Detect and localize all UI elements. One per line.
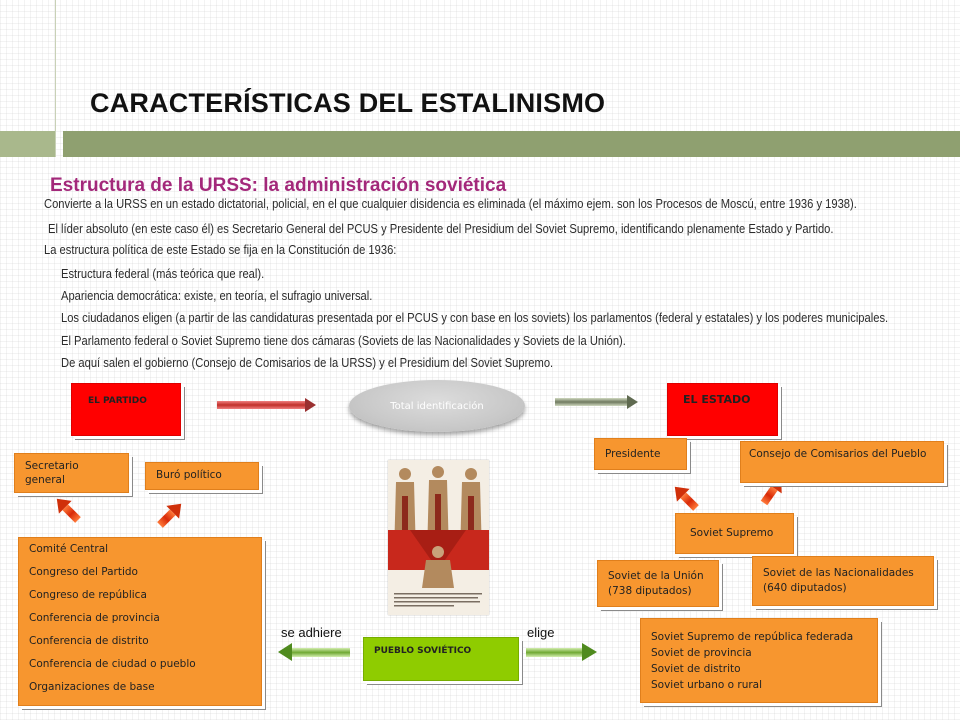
consejo-comisarios-box: Consejo de Comisarios del Pueblo (740, 441, 944, 483)
body-line-4: Estructura federal (más teórica que real… (61, 266, 265, 281)
page-title: CARACTERÍSTICAS DEL ESTALINISMO (90, 88, 606, 118)
secretario-general-box: Secretario general (14, 453, 129, 493)
el-partido-label: EL PARTIDO (88, 396, 147, 406)
el-estado-label: EL ESTADO (683, 393, 751, 406)
list-item: Conferencia de distrito (29, 635, 149, 647)
list-item: Comité Central (29, 543, 109, 555)
se-adhiere-label: se adhiere (281, 625, 342, 640)
body-line-2: El líder absoluto (en este caso él) es S… (48, 221, 834, 236)
buro-politico-label: Buró político (156, 469, 222, 481)
el-estado-box: EL ESTADO (667, 383, 778, 436)
list-item: Conferencia de ciudad o pueblo (29, 658, 196, 670)
consejo-comisarios-label: Consejo de Comisarios del Pueblo (749, 448, 927, 460)
header-accent-bar (63, 131, 960, 157)
soviet-poster-image (388, 460, 489, 615)
body-line-6: Los ciudadanos eligen (a partir de las c… (61, 310, 889, 325)
list-item: Soviet de distrito (651, 663, 741, 675)
list-item: Soviet de provincia (651, 647, 752, 659)
list-item: Soviet Supremo de república federada (651, 631, 854, 643)
partido-hierarchy-box: Comité Central Congreso del Partido Cong… (18, 537, 262, 706)
soviet-union-box: Soviet de la Unión (738 diputados) (597, 560, 719, 607)
list-item: Congreso de república (29, 589, 147, 601)
el-partido-box: EL PARTIDO (71, 383, 181, 436)
total-identificacion-label: Total identificación (390, 401, 484, 412)
arrow-partido-to-identificacion (217, 398, 316, 412)
buro-politico-box: Buró político (145, 462, 259, 490)
body-line-3: La estructura política de este Estado se… (44, 242, 397, 257)
page-subtitle: Estructura de la URSS: la administración… (50, 175, 507, 196)
secretario-general-label: Secretario general (25, 460, 79, 486)
list-item: Congreso del Partido (29, 566, 138, 578)
presidente-label: Presidente (605, 448, 661, 460)
header-divider-line (55, 0, 56, 157)
arrow-up-left-secretario (56, 498, 81, 523)
arrow-elige (526, 643, 597, 661)
header-accent-square (0, 131, 55, 157)
soviet-nacionalidades-box: Soviet de las Nacionalidades (640 diputa… (752, 556, 934, 606)
soviet-nacionalidades-label: Soviet de las Nacionalidades (640 diputa… (763, 567, 914, 594)
total-identificacion-ellipse: Total identificación (349, 380, 525, 432)
elige-label: elige (527, 625, 555, 640)
arrow-up-right-buro (157, 503, 182, 528)
soviet-poster-illustration (388, 460, 489, 615)
list-item: Organizaciones de base (29, 681, 155, 693)
soviet-supremo-label: Soviet Supremo (690, 527, 774, 539)
estado-hierarchy-box: Soviet Supremo de república federada Sov… (640, 618, 878, 703)
arrow-identificacion-to-estado (555, 395, 638, 409)
soviet-union-label: Soviet de la Unión (738 diputados) (608, 570, 704, 597)
arrow-se-adhiere (278, 643, 350, 661)
list-item: Conferencia de provincia (29, 612, 160, 624)
body-line-8: De aquí salen el gobierno (Consejo de Co… (61, 355, 554, 370)
list-item: Soviet urbano o rural (651, 679, 763, 691)
body-line-7: El Parlamento federal o Soviet Supremo t… (61, 333, 626, 348)
presidente-box: Presidente (594, 438, 687, 470)
soviet-supremo-box: Soviet Supremo (675, 513, 794, 554)
pueblo-sovietico-box: PUEBLO SOVIÉTICO (363, 637, 519, 681)
arrow-up-left-presidente (674, 486, 699, 511)
pueblo-sovietico-label: PUEBLO SOVIÉTICO (374, 646, 472, 656)
body-line-5: Apariencia democrática: existe, en teorí… (61, 288, 373, 303)
body-line-1: Convierte a la URSS en un estado dictato… (44, 196, 857, 211)
